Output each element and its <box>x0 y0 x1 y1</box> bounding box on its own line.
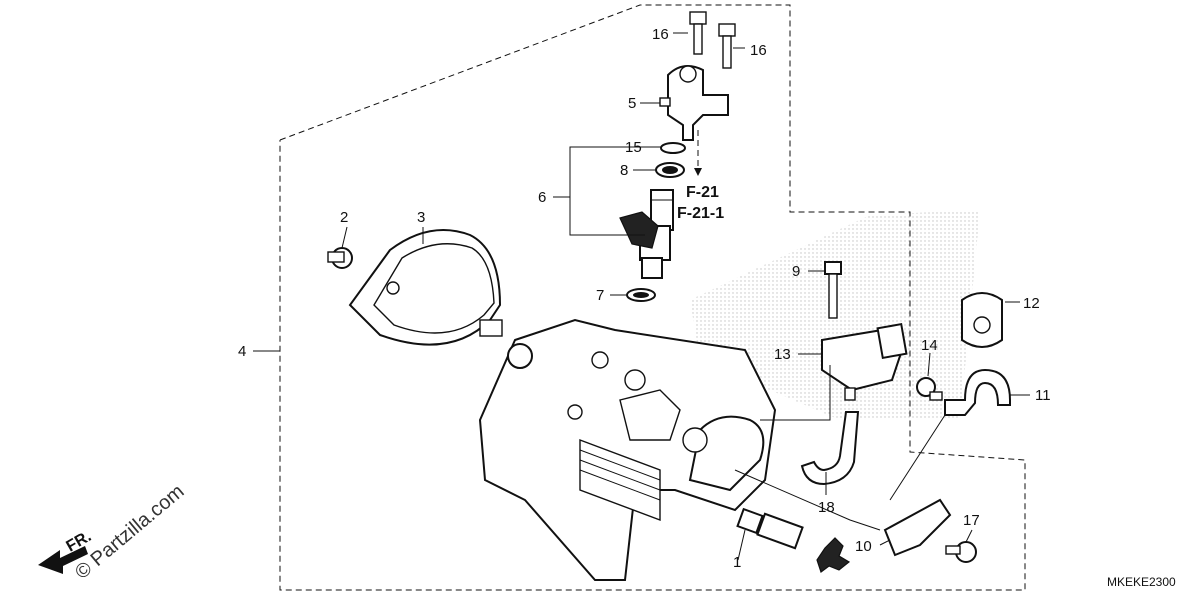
label-8: 8 <box>620 162 628 179</box>
bolt-17 <box>945 541 977 563</box>
bracket-10 <box>883 498 952 557</box>
clamp-11 <box>944 368 1011 416</box>
diagram-code: MKEKE2300 <box>1107 575 1176 589</box>
label-17: 17 <box>963 512 980 529</box>
label-18: 18 <box>818 499 835 516</box>
assembly-outline <box>279 4 1026 591</box>
fuel-pipe-5 <box>659 65 729 176</box>
idle-screw-1 <box>736 507 851 573</box>
label-2: 2 <box>340 209 348 226</box>
label-14: 14 <box>921 337 938 354</box>
label-6: 6 <box>538 189 546 206</box>
o-ring-15 <box>660 142 686 154</box>
bolt-16-right <box>718 23 736 69</box>
throttle-body-4 <box>478 318 777 581</box>
bolt-14 <box>916 377 943 401</box>
label-16-right: 16 <box>750 42 767 59</box>
label-15: 15 <box>625 139 642 156</box>
label-1: 1 <box>733 554 741 571</box>
rubber-mount-12 <box>961 292 1003 348</box>
label-3: 3 <box>417 209 425 226</box>
seal-ring-8 <box>655 162 685 178</box>
ref-f21-1: F-21-1 <box>677 205 724 222</box>
label-10: 10 <box>855 538 872 555</box>
label-7: 7 <box>596 287 604 304</box>
map-sensor-13 <box>821 322 908 401</box>
bolt-2 <box>327 247 353 269</box>
screw-9 <box>824 261 842 319</box>
label-9: 9 <box>792 263 800 280</box>
watermark: © Partzilla.com <box>71 480 188 583</box>
leader-lines <box>253 32 1030 561</box>
o-ring-7 <box>626 288 656 302</box>
ref-f21: F-21 <box>686 184 719 201</box>
throttle-cover-3 <box>348 229 503 346</box>
label-12: 12 <box>1023 295 1040 312</box>
label-11: 11 <box>1035 387 1051 404</box>
label-5: 5 <box>628 95 636 112</box>
vacuum-hose-18 <box>800 411 860 486</box>
label-13: 13 <box>774 346 791 363</box>
label-16-left: 16 <box>652 26 669 43</box>
fuel-injector-6 <box>619 189 674 279</box>
bolt-16-left <box>689 11 707 55</box>
label-4: 4 <box>238 343 246 360</box>
